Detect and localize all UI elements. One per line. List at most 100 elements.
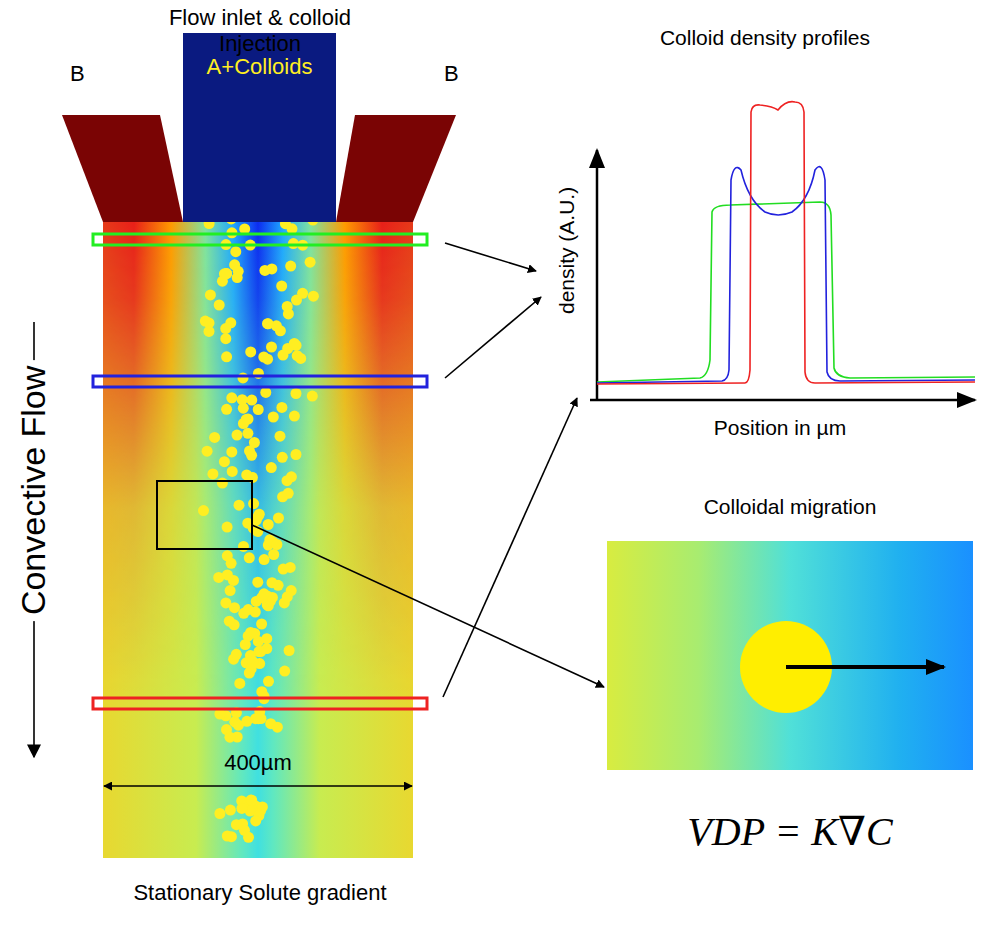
- colloid-dots: [198, 190, 319, 843]
- leader-arrow: [445, 243, 536, 271]
- migration-arrow: [786, 665, 944, 669]
- colloid-dot: [244, 552, 255, 563]
- zoom-box: [157, 481, 252, 549]
- colloid-dot: [226, 446, 237, 457]
- colloid-dot: [236, 803, 247, 814]
- red-profile-box: [93, 698, 427, 709]
- colloid-dot: [226, 558, 237, 569]
- colloid-dot: [241, 716, 252, 727]
- colloid-dot: [259, 554, 270, 565]
- colloid-dot: [256, 619, 267, 630]
- colloid-dot: [262, 318, 273, 329]
- colloid-dot: [305, 257, 316, 268]
- colloid-dot: [217, 478, 228, 489]
- colloid-dot: [282, 475, 293, 486]
- colloid-dot: [234, 678, 245, 689]
- colloid-dot: [272, 722, 283, 733]
- colloid-dot: [285, 261, 296, 272]
- colloid-dot: [225, 585, 236, 596]
- inlet-caption: Flow inlet & colloid Injection: [150, 5, 370, 58]
- colloid-dot: [233, 266, 244, 277]
- colloid-dot: [256, 686, 267, 697]
- colloid-dot: [200, 316, 211, 327]
- colloid-dot: [246, 450, 257, 461]
- colloid-dot: [228, 575, 239, 586]
- colloid-dot: [243, 414, 254, 425]
- colloid-dot: [289, 411, 300, 422]
- colloid-dot: [224, 616, 235, 627]
- colloid-dot: [226, 831, 237, 842]
- channel-caption: Stationary Solute gradient: [60, 880, 460, 906]
- colloid-dot: [259, 588, 270, 599]
- inlet-b: B: [55, 55, 190, 222]
- leader-arrow: [445, 297, 541, 378]
- colloid-dot: [263, 676, 274, 687]
- colloid-dot: [221, 404, 232, 415]
- colloid-dot: [219, 456, 230, 467]
- colloid-dot: [284, 645, 295, 656]
- colloid-dot: [204, 326, 215, 337]
- inlet-b: B: [330, 55, 465, 222]
- colloid-dot: [225, 805, 236, 816]
- colloid-dot: [234, 500, 245, 511]
- colloid-dot: [273, 580, 284, 591]
- colloid-dot: [207, 468, 218, 479]
- colloid-dot: [278, 564, 289, 575]
- colloid-dot: [276, 402, 287, 413]
- colloid-dot: [291, 449, 302, 460]
- colloid-dot: [266, 462, 277, 473]
- leader-arrow: [443, 398, 577, 697]
- colloid-dot: [268, 549, 279, 560]
- flow-label: Convective Flow: [14, 359, 55, 620]
- colloid-dot: [229, 602, 240, 613]
- green-profile-box: [93, 234, 427, 245]
- colloid-dot: [256, 713, 267, 724]
- colloid-dot: [225, 317, 236, 328]
- colloid-dot: [266, 263, 277, 274]
- colloid-dot: [252, 577, 263, 588]
- inlet-a: A+Colloids: [183, 33, 336, 222]
- colloid-dot: [289, 338, 300, 349]
- colloid-dot: [291, 295, 302, 306]
- dimension-label: 400µm: [198, 750, 318, 776]
- colloid-dot: [230, 246, 241, 257]
- colloid-dot: [198, 505, 209, 516]
- colloid-dot: [226, 392, 237, 403]
- colloid-dot: [221, 268, 232, 279]
- colloid-dot: [205, 289, 216, 300]
- colloid-dot: [242, 428, 253, 439]
- colloid-dot: [263, 519, 274, 530]
- formula: VDP = K∇C: [600, 808, 980, 855]
- colloid-dot: [246, 663, 257, 674]
- colloid-dot: [249, 437, 260, 448]
- y-axis: [596, 150, 599, 400]
- colloid-dot: [246, 395, 257, 406]
- colloid-dot: [209, 432, 220, 443]
- colloid-dot: [266, 342, 277, 353]
- colloid-dot: [202, 446, 213, 457]
- colloid-dot: [238, 608, 249, 619]
- blue-profile-curve: [597, 167, 975, 383]
- colloid-dot: [214, 808, 225, 819]
- colloid-dot: [295, 353, 306, 364]
- colloid-dot: [283, 488, 294, 499]
- colloid-dot: [245, 346, 256, 357]
- colloid-dot: [253, 404, 264, 415]
- axis-label: Position in µm: [545, 416, 993, 440]
- colloid-dot: [255, 646, 266, 657]
- chart-title: Colloid density profiles: [545, 26, 985, 50]
- colloid-dot: [277, 452, 288, 463]
- migration-panel: Colloidal migrationVDP = K∇C: [600, 490, 980, 870]
- leader-arrow: [252, 525, 604, 687]
- inlet-label: B: [70, 61, 85, 87]
- colloid-dot: [276, 281, 287, 292]
- colloid-dot: [283, 308, 294, 319]
- colloid-dot: [278, 350, 289, 361]
- migration-inset: [607, 541, 973, 770]
- colloid-dot: [220, 333, 231, 344]
- colloid-dot: [275, 431, 286, 442]
- inlet-outline: [62, 115, 183, 222]
- chart-panel: Colloid density profilesdensity (A.U.)Po…: [545, 20, 993, 450]
- colloid-dot: [260, 387, 271, 398]
- colloid-dot: [291, 388, 302, 399]
